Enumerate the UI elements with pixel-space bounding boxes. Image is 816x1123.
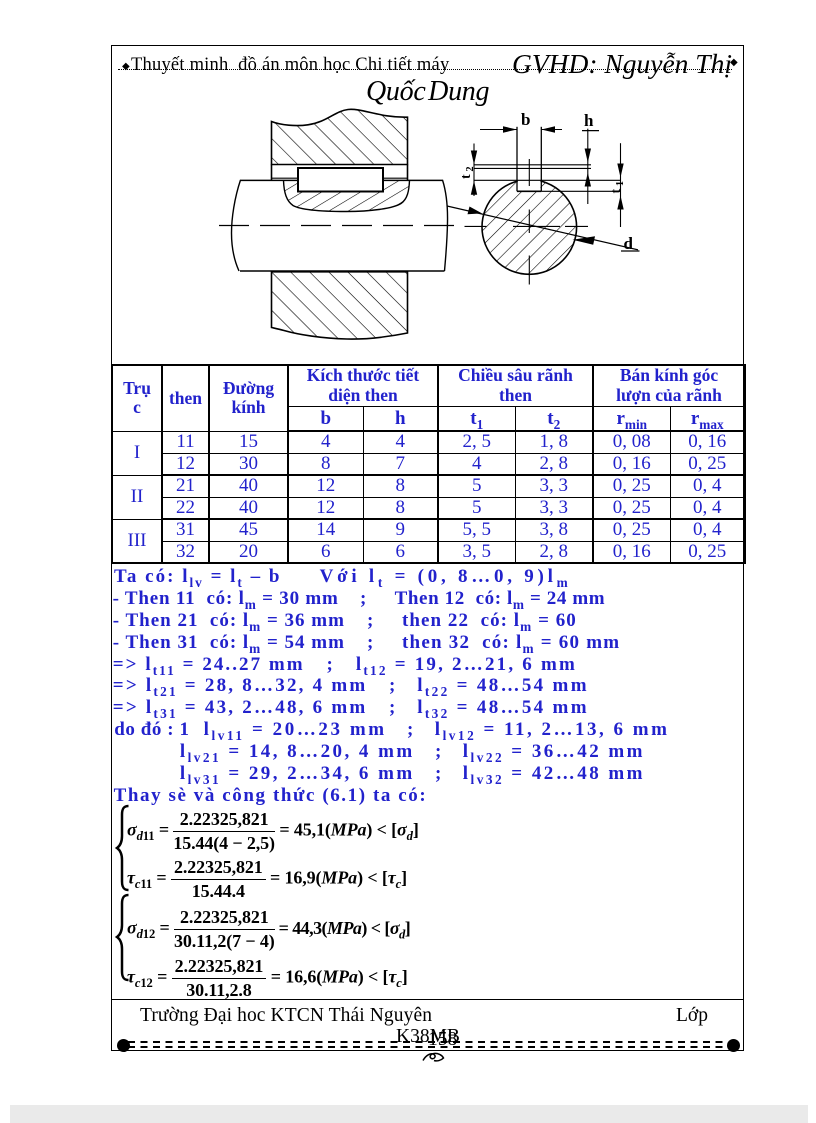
- svg-text:2: 2: [465, 167, 476, 172]
- svg-text:h: h: [584, 111, 594, 130]
- svg-text:b: b: [521, 110, 530, 129]
- svg-text:1: 1: [615, 181, 626, 186]
- svg-text:d: d: [624, 234, 634, 253]
- svg-text:t: t: [609, 189, 624, 194]
- svg-text:t: t: [459, 174, 474, 179]
